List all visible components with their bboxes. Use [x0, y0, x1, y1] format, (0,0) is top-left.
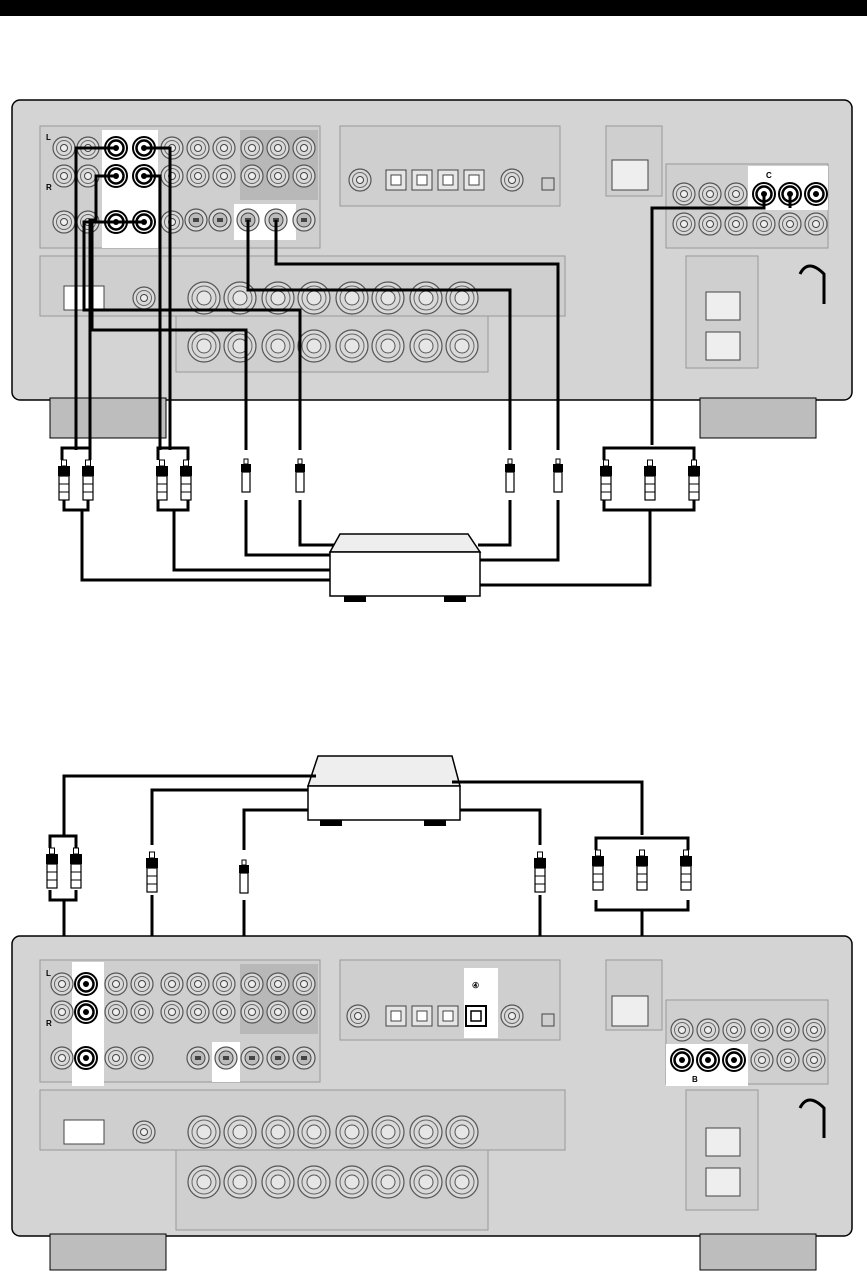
external-device-bottom [308, 756, 460, 826]
rca-plug-icon-bottom [46, 848, 692, 892]
s-video-plug-icon [241, 459, 563, 492]
side-marker-r-bottom: R [46, 1019, 52, 1028]
external-device-top [330, 534, 480, 602]
jack-marker-b: B [692, 1075, 698, 1084]
receiver-bottom: L R ④ B [12, 936, 852, 1270]
ac-outlet-icon [706, 292, 740, 320]
receiver-top: L R C [12, 100, 852, 438]
side-marker-r: R [46, 183, 52, 192]
jack-marker-c: C [766, 171, 772, 180]
side-marker-l-bottom: L [46, 969, 51, 978]
digital-marker: ④ [472, 981, 479, 990]
side-marker-l: L [46, 133, 51, 142]
rca-plug-icon [58, 460, 700, 500]
s-video-plug-icon-bottom [239, 860, 249, 893]
